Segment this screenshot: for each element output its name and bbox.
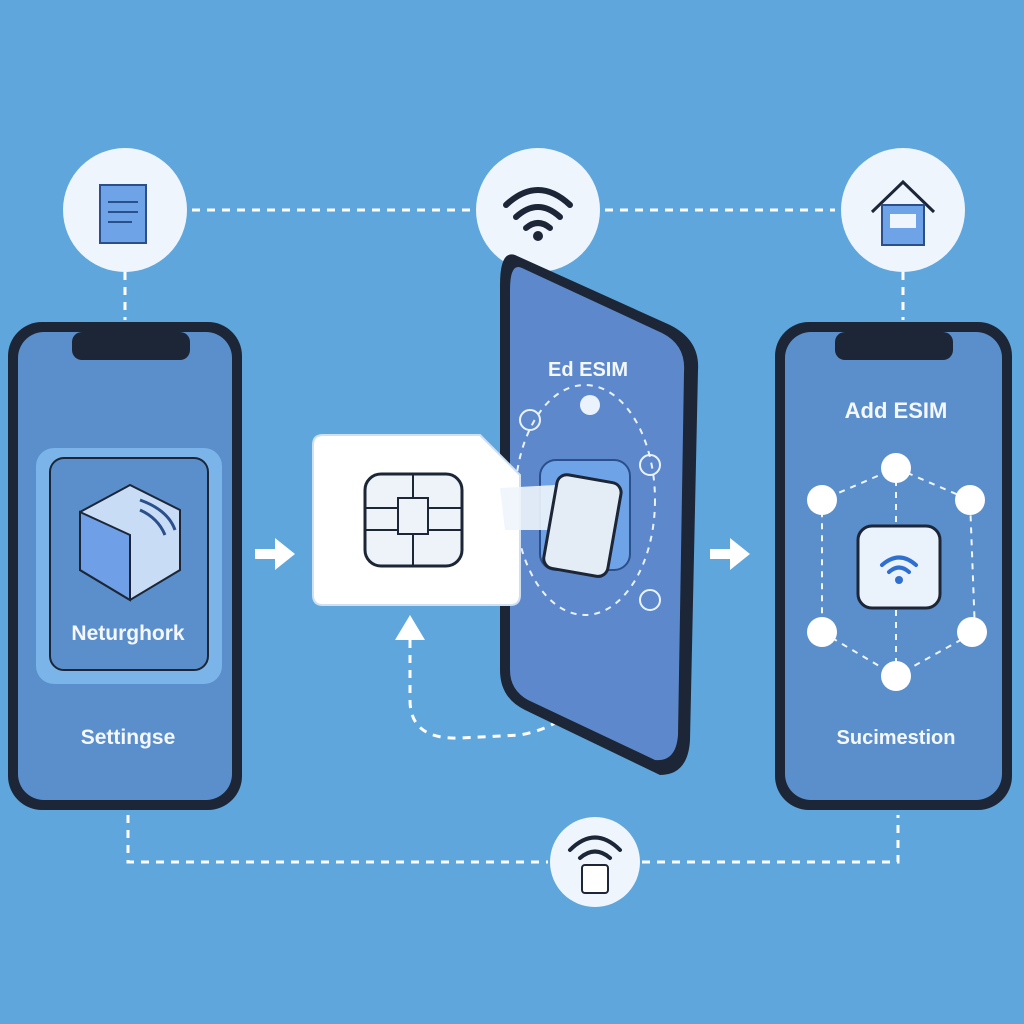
document-circle	[63, 148, 187, 272]
stand-icon	[957, 617, 987, 647]
sim-chip-icon	[363, 472, 464, 568]
card-icon	[807, 485, 837, 515]
wifi-device-circle	[550, 817, 640, 907]
house-circle	[841, 148, 965, 272]
arrow-right-icon	[255, 538, 295, 570]
phone-icon	[807, 617, 837, 647]
eight-icon	[881, 453, 911, 483]
wifi-device-icon	[568, 835, 622, 860]
suggestion-label: Sucimestion	[837, 727, 956, 749]
wifi-icon	[503, 187, 573, 231]
middle-phone-title: Ed ESIM	[548, 359, 628, 381]
sim-chip-icon	[542, 473, 623, 578]
music-icon	[881, 661, 911, 691]
box-signal-icon	[79, 483, 181, 602]
tag-icon	[955, 485, 985, 515]
settings-label: Settingse	[81, 726, 176, 749]
right-phone: Add ESIM Sucimestion	[775, 322, 1012, 810]
wifi-icon	[880, 555, 918, 574]
arrow-right-icon	[710, 538, 750, 570]
wifi-circle	[476, 148, 600, 272]
arrow-up-icon	[395, 615, 425, 640]
sim-card[interactable]	[312, 434, 623, 606]
add-esim-title: Add ESIM	[845, 398, 948, 423]
left-phone: Neturghork Settingse	[8, 322, 242, 810]
network-label: Neturghork	[71, 622, 184, 645]
document-icon	[99, 184, 147, 244]
house-icon	[870, 179, 936, 246]
